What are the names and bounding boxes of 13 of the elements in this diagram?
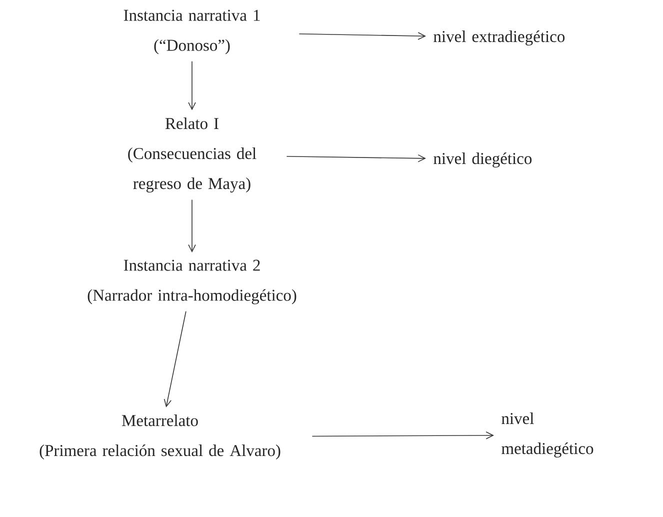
- arrow: [164, 310, 186, 408]
- narrative-node-text: Instancia narrativa 1 (“Donoso”): [124, 10, 260, 54]
- arrow: [188, 61, 196, 110]
- narrative-node-text: Metarrelato (Primera relación sexual de Alvaro): [40, 414, 280, 460]
- narrative-node-text: Relato I (Consecuencias del regreso de Maya): [128, 118, 256, 192]
- arrow: [286, 154, 426, 162]
- arrow: [188, 199, 196, 253]
- narrative-node-text: Instancia narrativa 2 (Narrador intra-homodiegético): [88, 260, 296, 304]
- narrative-level-text: nivel metadiegético: [502, 412, 594, 458]
- arrow: [298, 32, 426, 40]
- arrow: [312, 431, 494, 440]
- narrative-level-text: nivel extradiegético: [434, 30, 565, 46]
- narrative-level-text: nivel diegético: [434, 152, 532, 168]
